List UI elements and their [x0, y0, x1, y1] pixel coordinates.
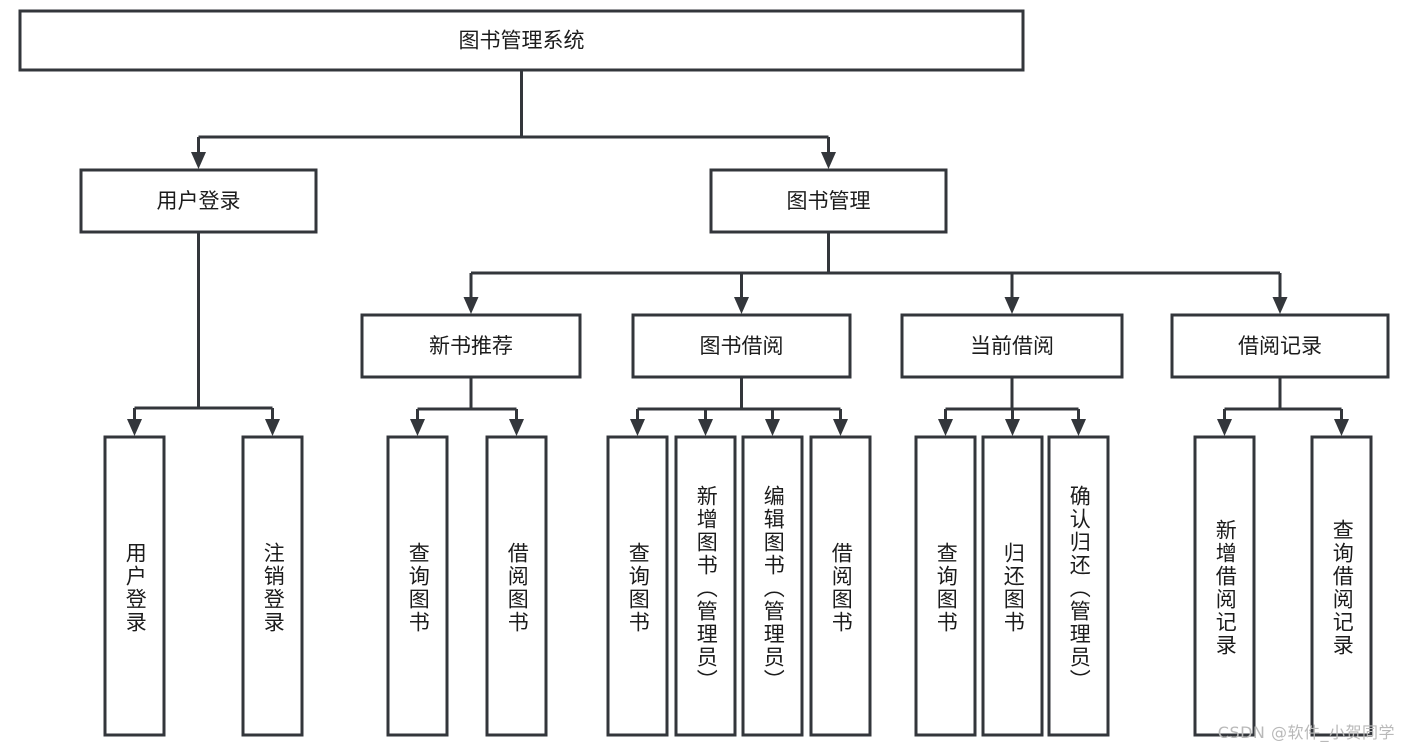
connector-arrow-icon: [698, 419, 713, 436]
node-level3-1[interactable]: 图书借阅: [631, 313, 852, 379]
node-level3-1-label: 图书借阅: [700, 334, 784, 358]
node-level3-2[interactable]: 当前借阅: [900, 313, 1124, 379]
leaf-node-10-rect[interactable]: [1047, 435, 1110, 737]
connector-arrow-icon: [1272, 297, 1288, 314]
node-level2-0-label: 用户登录: [157, 189, 241, 213]
node-title[interactable]: 图书管理系统: [18, 9, 1025, 72]
node-level3-3-label: 借阅记录: [1238, 334, 1322, 358]
leaf-node-2-rect[interactable]: [386, 435, 449, 737]
connector-arrow-icon: [191, 152, 206, 169]
node-level3-0[interactable]: 新书推荐: [360, 313, 582, 379]
connector-arrow-icon: [509, 419, 524, 436]
connector-arrow-icon: [1217, 419, 1232, 436]
leaf-node-6-rect[interactable]: [741, 435, 804, 737]
connector-arrow-icon: [765, 419, 780, 436]
leaf-node-4-rect[interactable]: [606, 435, 669, 737]
connector-layer: [127, 70, 1349, 436]
node-level3-2-label: 当前借阅: [970, 334, 1054, 358]
connector-arrow-icon: [833, 419, 848, 436]
node-level2-1-label: 图书管理: [787, 189, 871, 213]
node-level3-0-rect[interactable]: [360, 313, 582, 379]
csdn-watermark: CSDN @软件_小贺同学: [1217, 723, 1395, 742]
connector-arrow-icon: [265, 419, 280, 436]
node-level2-0[interactable]: 用户登录: [79, 168, 318, 234]
connector-arrow-icon: [938, 419, 953, 436]
node-level3-2-rect[interactable]: [900, 313, 1124, 379]
connector-arrow-icon: [630, 419, 645, 436]
leaf-node-7-rect[interactable]: [809, 435, 872, 737]
connector-arrow-icon: [463, 297, 479, 314]
connector-arrow-icon: [1005, 419, 1020, 436]
connector-arrow-icon: [1004, 297, 1020, 314]
node-title-label: 图书管理系统: [459, 29, 585, 53]
node-level3-3[interactable]: 借阅记录: [1170, 313, 1390, 379]
leaf-node-8-rect[interactable]: [914, 435, 977, 737]
connector-arrow-icon: [821, 152, 836, 169]
node-level2-1-rect[interactable]: [709, 168, 948, 234]
connector-arrow-icon: [410, 419, 425, 436]
connector-arrow-icon: [1071, 419, 1086, 436]
node-level3-0-label: 新书推荐: [429, 334, 513, 358]
connector-arrow-icon: [1334, 419, 1349, 436]
leaf-node-11-rect[interactable]: [1193, 435, 1256, 737]
leaf-node-5-rect[interactable]: [674, 435, 737, 737]
node-level3-1-rect[interactable]: [631, 313, 852, 379]
node-level2-1[interactable]: 图书管理: [709, 168, 948, 234]
leaf-node-12-rect[interactable]: [1310, 435, 1373, 737]
leaf-node-3-rect[interactable]: [485, 435, 548, 737]
node-level3-3-rect[interactable]: [1170, 313, 1390, 379]
node-level2-0-rect[interactable]: [79, 168, 318, 234]
connector-arrow-icon: [734, 297, 749, 314]
leaf-node-1-rect[interactable]: [241, 435, 304, 737]
leaf-node-0-rect[interactable]: [103, 435, 166, 737]
leaf-node-9-rect[interactable]: [981, 435, 1044, 737]
connector-arrow-icon: [127, 419, 142, 436]
node-title-rect[interactable]: [18, 9, 1025, 72]
